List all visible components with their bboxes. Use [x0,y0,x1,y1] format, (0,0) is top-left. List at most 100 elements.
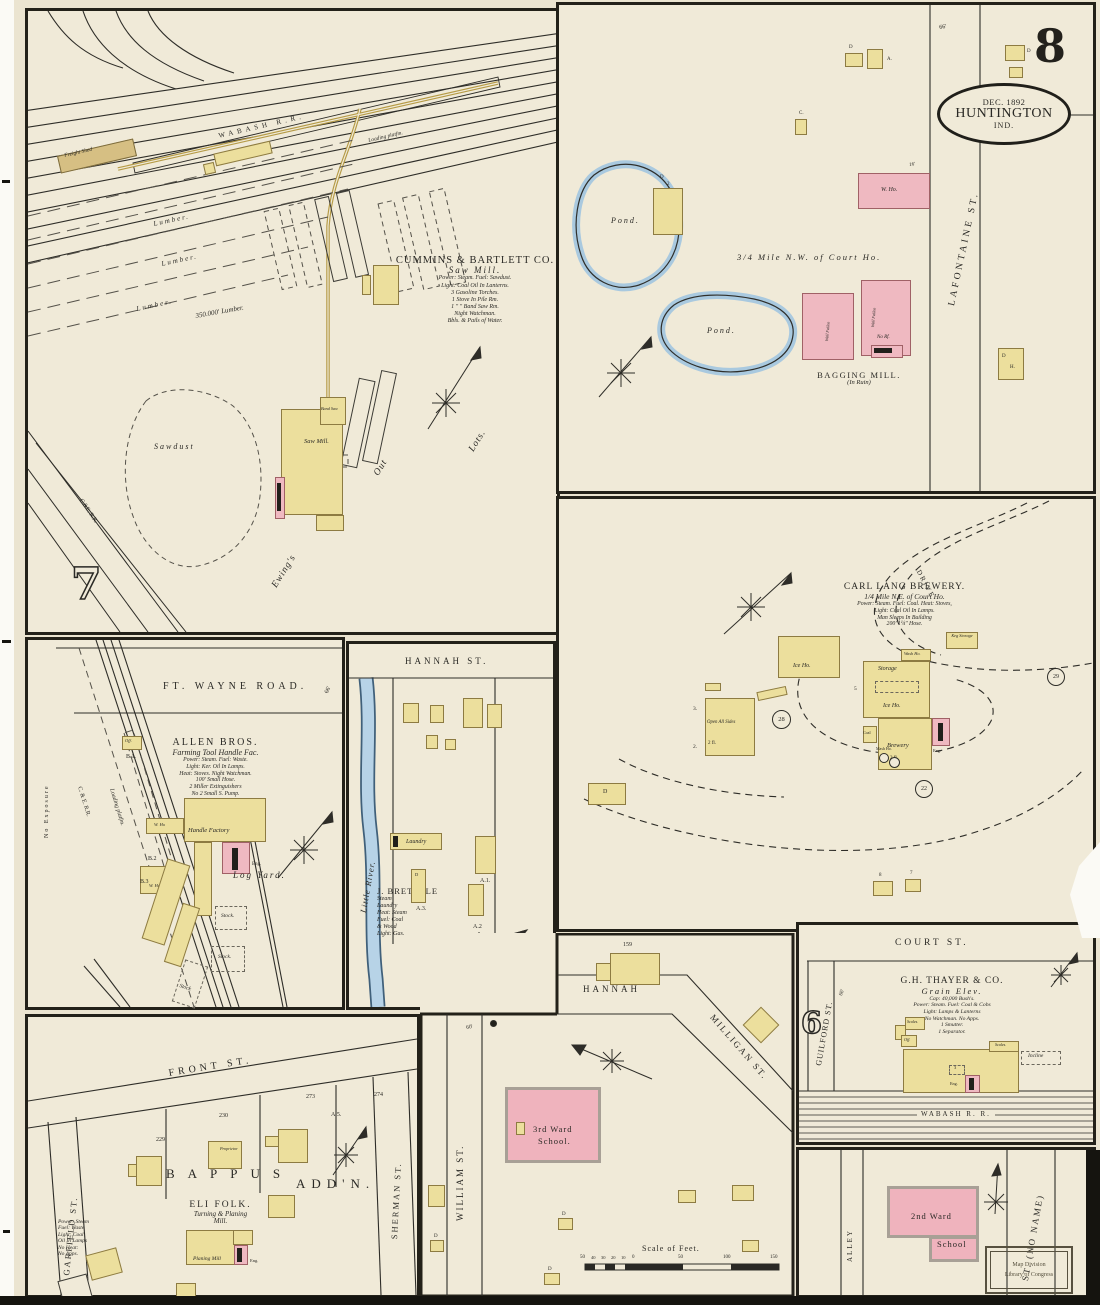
scan-mark [2,640,11,643]
dwelling-building [742,1006,780,1044]
dwelling-building [678,1190,696,1203]
planing-mill-building [186,1230,236,1265]
bagging-mill-building [802,293,854,360]
chimney [237,1248,242,1262]
storage-building [863,661,930,718]
panel-bappus-addition: FRONT ST. GARFIELD ST. SHERMAN ST. 229 2… [25,1014,420,1305]
lot-number: 274 [374,1092,383,1098]
dwelling-building [426,735,438,749]
scale-tick: 30 [601,1255,606,1260]
drive-linework [583,500,1093,852]
dwelling-letter: D [849,45,853,50]
scale-tick: 20 [611,1255,616,1260]
dwelling-building [430,1240,444,1252]
dwelling-letter: D [415,872,419,877]
warehouse-label: W. Ho. [881,187,898,193]
dwelling-letter: D [548,1267,552,1272]
scan-left-margin [0,0,14,1305]
well-dot [490,1020,497,1027]
brewery-title: CARL LANG BREWERY. [843,582,966,592]
scales-label: Scales. [995,1042,1007,1047]
shed-building [756,685,788,702]
shed-building [362,275,371,295]
lot-label: A.2 [473,924,482,930]
sawmill-subtitle: Saw Mill. [448,265,502,276]
engine-label: Eng. [950,1081,958,1086]
band-saw-label: Band Saw [321,406,338,411]
lot-label: A.1. [480,878,491,884]
street-label-ft-wayne-road: FT. WAYNE ROAD. [163,681,308,692]
lot-number: 3. [693,706,698,712]
barn-annex [596,963,611,981]
scan-mark [3,1230,10,1233]
dwelling-building [176,1283,196,1297]
factory-wing-building [146,818,184,834]
dwelling-building [136,1156,162,1186]
dwelling-letter: C. [799,111,804,116]
elevator-interior [949,1065,965,1075]
lot-number: 5 [854,686,857,692]
interior-number: 3 [954,1065,957,1070]
loading-platform-label: Loading platfm. [367,130,404,144]
stock-label: Stock. [218,954,232,960]
barn-letter: D [660,175,664,180]
sheet-number: 8 [1034,19,1067,73]
third-ward-school-label-2: School. [538,1136,571,1146]
thayer-description: G.H. THAYER & CO. Grain Elev. Cap: 40,00… [857,976,1047,1035]
dwelling-letter: D [1027,49,1031,54]
street-label-hannah: HANNAH ST. [405,656,489,666]
dwelling-building [208,1141,242,1169]
open-all-sides-label: Open All Sides [707,720,736,725]
utility-hole-29: 29 [1047,668,1065,686]
mash-house-label: Mash Ho. [876,746,892,751]
mash-tub [879,753,889,763]
compass-icon [1050,951,1079,988]
sawmill-title: CUMMINS & BARTLETT CO. [395,255,555,266]
pond-label: Pond. [707,326,736,335]
panel-bagging-mill: 66' LAFONTAINE ST. D A. C. D W. Ho. 16' … [556,2,1096,494]
dwelling-building [873,881,893,896]
dwelling-building [588,783,626,805]
panel-third-ward: 159 HANNAH MILLIGAN ST. WILLIAM ST. 60' … [420,933,795,1298]
dwelling-building [998,348,1024,380]
addition-name: BAPPUS [166,1166,294,1181]
shed-building [213,140,273,167]
dwelling-letter: D [603,789,608,795]
keg-storage-label: Keg Storage [951,633,973,638]
block-number-6: 6 [800,1006,822,1041]
compass-icon [332,1125,368,1176]
railroad-label: WABASH R. R. [917,1110,995,1119]
scale-tick: 50 [678,1255,683,1260]
dwelling-building [278,1129,308,1163]
no-exposure-note: No Exposure [44,784,50,839]
chimney [277,483,281,511]
scale-title: Scale of Feet. [642,1244,700,1253]
width-66-label: 66' [838,988,846,997]
dwelling-building [845,53,863,67]
dwelling-wing [128,1164,137,1177]
barn-building [468,884,484,916]
office-label: Off. [125,738,132,743]
railroad-label: WABASH R.R. [217,112,306,140]
log-yard-label: Log Yard. [233,870,286,880]
privy-building [516,1122,525,1135]
pond-label: Pond. [611,216,640,225]
lot-number: 159 [623,942,632,948]
barn-building [268,1195,295,1218]
keg-storage-building [946,632,978,649]
chimney [938,723,943,741]
allen-bros-title: ALLEN BROS. [172,737,259,748]
shed-building [705,683,721,691]
warehouse-label: W. Ho [149,883,161,888]
block-number-7: 7 [70,559,102,610]
stock-yard [211,946,245,972]
cerr-label: C. & E. R.R. [76,786,92,818]
stock-yard [215,906,247,930]
saw-mill-building-label: Saw Mill. [304,438,329,445]
handle-factory-building [184,798,266,842]
dwelling-letter: D [1002,354,1006,359]
eli-folk-description: ELI FOLK. Turning & Planing Mill. [158,1200,283,1226]
map-date: Dec. 1892 [982,97,1026,107]
dwelling-building [1005,45,1025,61]
